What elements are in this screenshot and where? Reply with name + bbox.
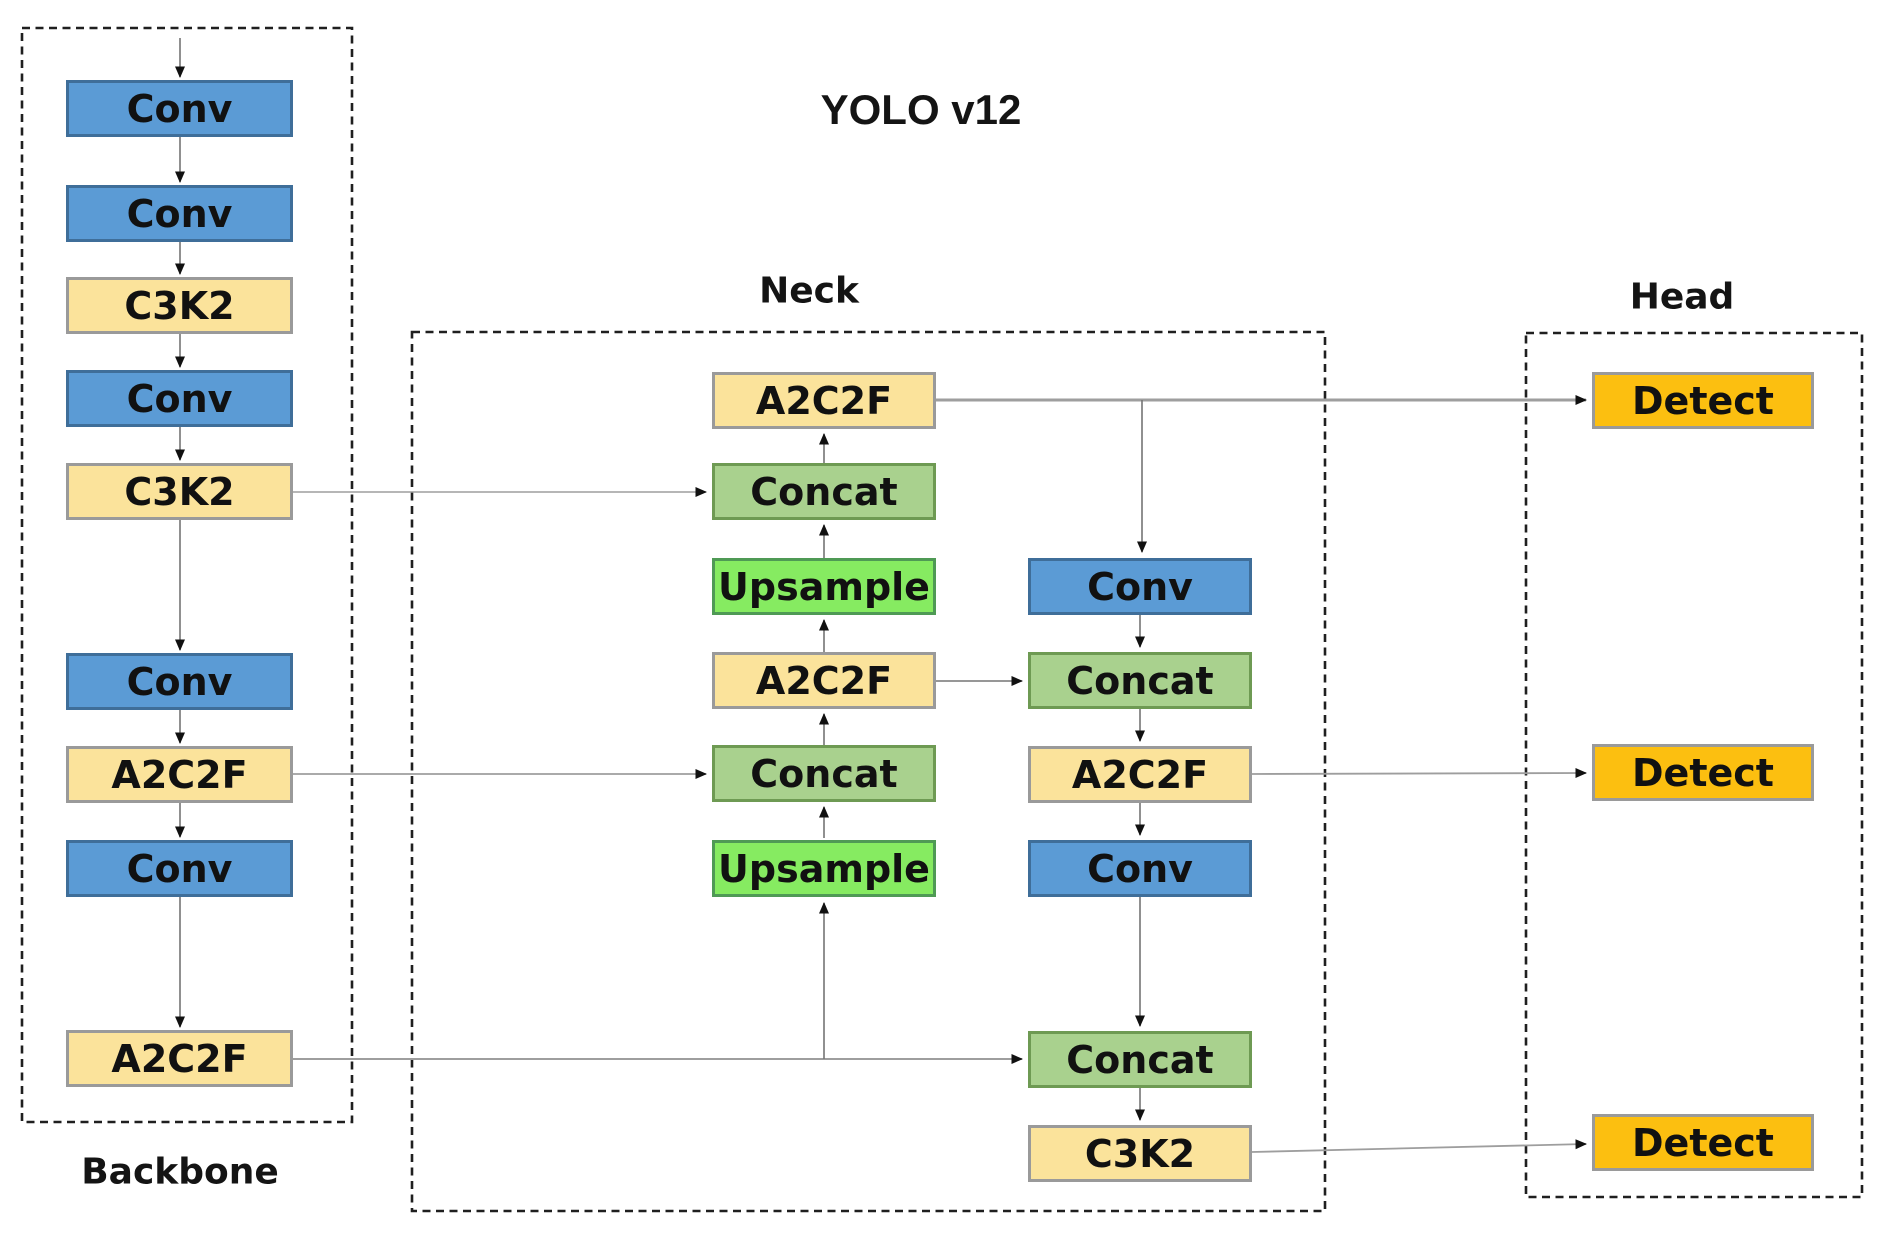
backbone-dashed-box [20,26,354,1124]
block-nk-a2c2f-mid: A2C2F [712,652,936,709]
block-hd-detect-1: Detect [1592,372,1814,429]
diagram-title: YOLO v12 [820,86,1022,133]
neck-section-label: Neck [759,270,859,312]
block-hd-detect-2: Detect [1592,744,1814,801]
block-nk-conv-2: Conv [1028,840,1252,897]
block-nk-c3k2: C3K2 [1028,1125,1252,1182]
block-hd-detect-3: Detect [1592,1114,1814,1171]
block-nk-concat-1: Concat [712,463,936,520]
connector-c3k2-detect3 [1251,1139,1587,1153]
connector-a2c2fout-detect2 [1251,768,1587,779]
block-bb-conv-5: Conv [66,840,293,897]
backbone-section-label: Backbone [81,1151,279,1193]
block-bb-conv-4: Conv [66,653,293,710]
head-dashed-box [1524,331,1864,1199]
neck-dashed-box [410,330,1327,1213]
block-bb-conv-1: Conv [66,80,293,137]
block-bb-c3k2-1: C3K2 [66,277,293,334]
block-nk-concat-2: Concat [712,745,936,802]
head-section-label: Head [1629,276,1735,318]
block-bb-c3k2-2: C3K2 [66,463,293,520]
block-bb-a2c2f-2: A2C2F [66,1030,293,1087]
block-nk-concat-3: Concat [1028,652,1252,709]
block-bb-conv-2: Conv [66,185,293,242]
block-nk-upsample-2: Upsample [712,840,936,897]
block-nk-a2c2f-top: A2C2F [712,372,936,429]
block-nk-conv-1: Conv [1028,558,1252,615]
block-bb-conv-3: Conv [66,370,293,427]
block-bb-a2c2f-1: A2C2F [66,746,293,803]
block-nk-upsample-1: Upsample [712,558,936,615]
block-nk-a2c2f-out: A2C2F [1028,746,1252,803]
block-nk-concat-4: Concat [1028,1031,1252,1088]
